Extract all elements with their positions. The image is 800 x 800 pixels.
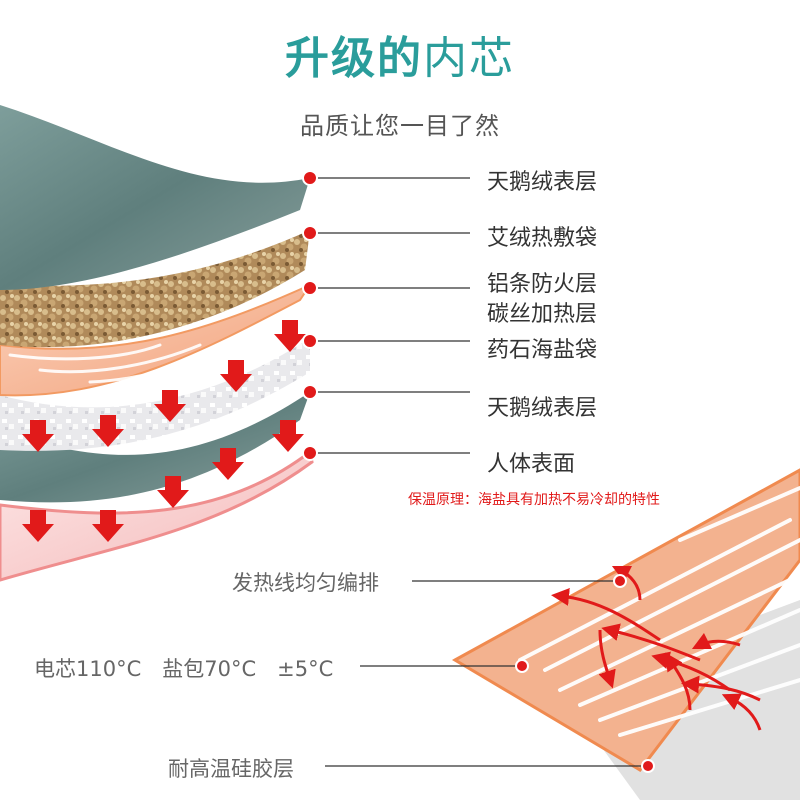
label-velvet-top: 天鹅绒表层 — [487, 170, 598, 195]
note-silicone-layer: 耐高温硅胶层 — [168, 757, 294, 781]
heater-layer — [0, 282, 313, 397]
heat-arrows-down — [22, 320, 306, 542]
salt-layer — [0, 338, 310, 451]
note-wire-layout: 发热线均匀编排 — [232, 571, 379, 595]
label-aluminum: 铝条防火层 — [487, 272, 598, 297]
page-subtitle: 品质让您一目了然 — [300, 112, 500, 140]
label-velvet-bottom: 天鹅绒表层 — [487, 396, 598, 421]
mugwort-layer — [0, 230, 310, 348]
page-title: 升级的内芯 — [0, 22, 800, 86]
label-skin: 人体表面 — [487, 452, 576, 477]
label-salt: 药石海盐袋 — [487, 338, 598, 363]
layer-callouts — [302, 170, 470, 461]
label-mugwort: 艾绒热敷袋 — [487, 226, 598, 251]
title-bold: 升级的 — [285, 33, 423, 84]
label-carbon: 碳丝加热层 — [487, 302, 598, 327]
heater-callouts — [325, 574, 655, 773]
lower-velvet-layer — [0, 392, 310, 503]
heat-principle-note: 保温原理：海盐具有加热不易冷却的特性 — [408, 492, 660, 508]
note-temperature: 电芯110°C 盐包70°C ±5°C — [34, 657, 334, 681]
heater-panel — [451, 468, 800, 800]
title-thin: 内芯 — [423, 33, 515, 84]
top-velvet-layer — [0, 105, 310, 290]
